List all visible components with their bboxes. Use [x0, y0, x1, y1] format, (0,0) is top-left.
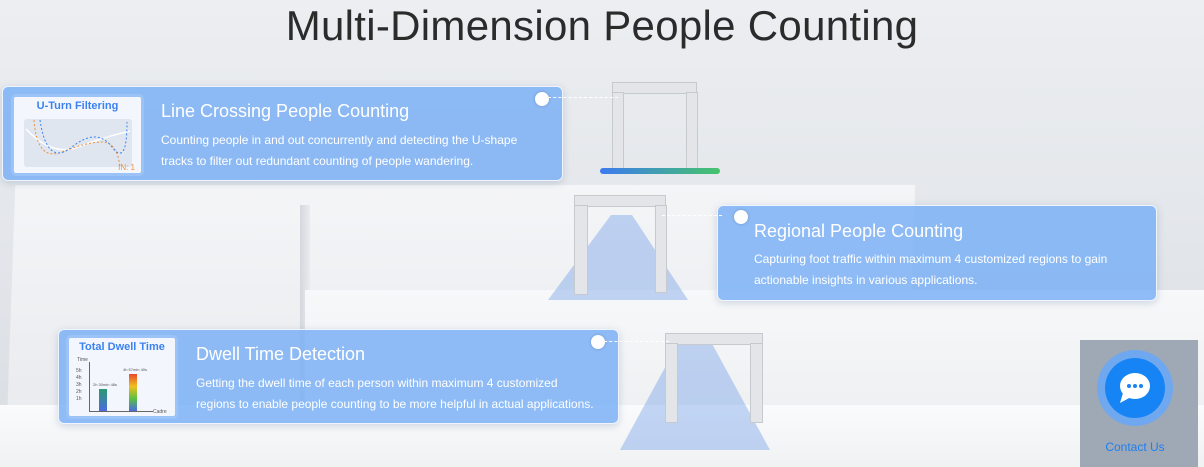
- tick: 4h: [76, 375, 82, 381]
- connector-line: [604, 341, 669, 342]
- u-turn-track-icon: [24, 119, 132, 167]
- x-axis: [89, 411, 153, 412]
- dwell-bar: [99, 389, 107, 411]
- connector-line: [548, 97, 618, 98]
- tick: 5h: [76, 368, 82, 374]
- contact-widget[interactable]: Contact Us: [1080, 340, 1198, 467]
- chat-bubble-icon: [1120, 373, 1150, 403]
- gate-post: [665, 343, 678, 423]
- axis-label: Cadre: [153, 409, 167, 415]
- connector-line: [662, 215, 722, 216]
- u-turn-thumbnail: U-Turn Filtering IN: 1: [11, 94, 144, 176]
- gate-top: [574, 195, 666, 207]
- contact-button[interactable]: [1097, 350, 1173, 426]
- thumb-label: IN: 1: [118, 163, 135, 172]
- card-title: Line Crossing People Counting: [161, 101, 410, 121]
- tick: 1h: [76, 396, 82, 402]
- description-line: tracks to filter out redundant counting …: [161, 154, 474, 168]
- tick: 2h: [76, 389, 82, 395]
- contact-label[interactable]: Contact Us: [1105, 440, 1165, 454]
- gate-post: [655, 205, 667, 293]
- thumb-title: Total Dwell Time: [79, 341, 165, 353]
- card-description: Capturing foot traffic within maximum 4 …: [754, 249, 1107, 291]
- page-title: Multi-Dimension People Counting: [285, 2, 919, 49]
- description-line: Counting people in and out concurrently …: [161, 133, 518, 147]
- gate-post: [574, 205, 588, 295]
- connector-dot: [535, 92, 549, 106]
- gate-top: [665, 333, 763, 345]
- card-title: Regional People Counting: [754, 221, 964, 241]
- card-description: Counting people in and out concurrently …: [161, 130, 517, 172]
- thumb-title: U-Turn Filtering: [36, 100, 119, 112]
- bar-label: 2h 30min 48s: [93, 382, 118, 387]
- y-axis: [89, 362, 90, 412]
- gate-top: [612, 82, 697, 94]
- gate-post: [686, 92, 698, 170]
- description-line: Capturing foot traffic within maximum 4 …: [754, 252, 1108, 266]
- axis-label: Time: [77, 357, 88, 363]
- tick: 3h: [76, 382, 82, 388]
- connector-dot: [734, 210, 748, 224]
- description-line: actionable insights in various applicati…: [754, 273, 978, 287]
- card-dwell-time[interactable]: Total Dwell Time Time 5h 4h 3h 2h 1h Cad…: [58, 329, 619, 424]
- bar-label: 4h 57min 40s: [123, 367, 148, 372]
- gate-post: [750, 343, 763, 423]
- card-regional[interactable]: Regional People Counting Capturing foot …: [717, 205, 1157, 301]
- connector-dot: [591, 335, 605, 349]
- gate-post: [612, 92, 624, 172]
- crossing-line: [600, 168, 720, 174]
- dwell-time-thumbnail: Total Dwell Time Time 5h 4h 3h 2h 1h Cad…: [66, 335, 178, 419]
- card-description: Getting the dwell time of each person wi…: [196, 373, 594, 415]
- dwell-bar: [129, 374, 137, 411]
- card-line-crossing[interactable]: U-Turn Filtering IN: 1 Line Crossing Peo…: [2, 86, 563, 181]
- description-line: Getting the dwell time of each person wi…: [196, 376, 558, 390]
- y-ticks: 5h 4h 3h 2h 1h: [76, 368, 82, 403]
- card-title: Dwell Time Detection: [196, 344, 366, 364]
- description-line: regions to enable people counting to be …: [196, 397, 594, 411]
